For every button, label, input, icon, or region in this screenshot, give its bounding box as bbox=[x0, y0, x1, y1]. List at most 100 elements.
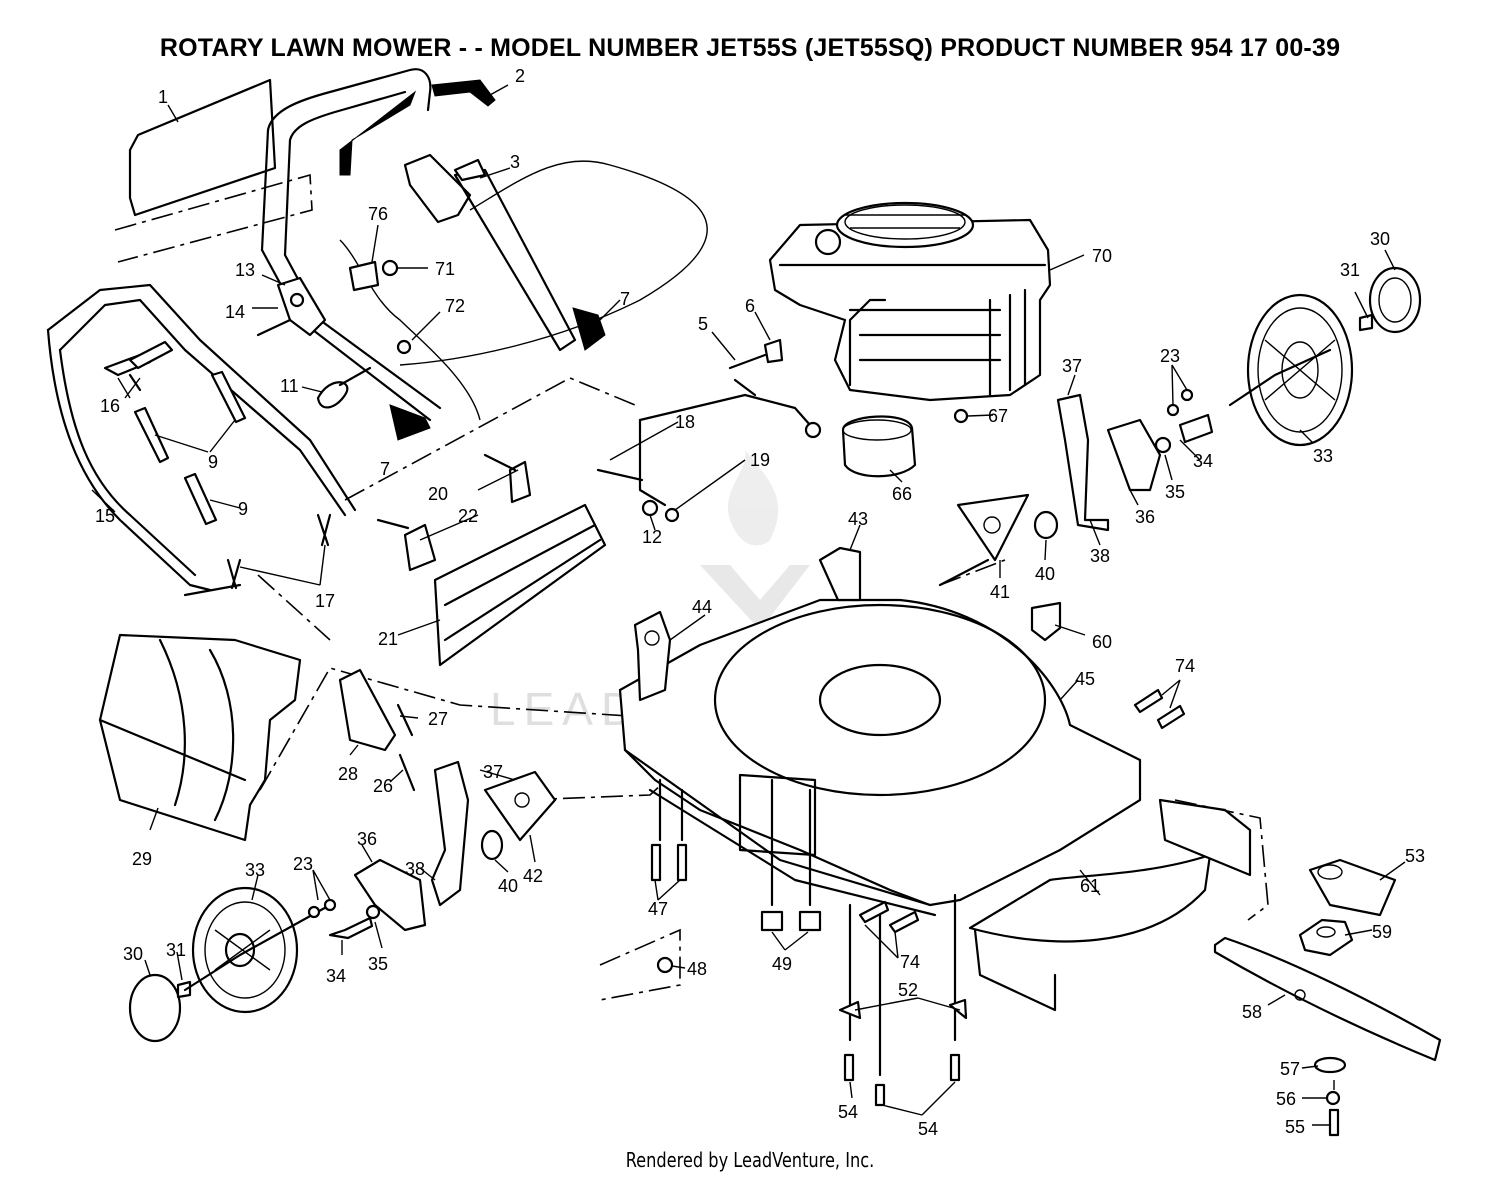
part-label-60 bbox=[1030, 601, 1062, 642]
callout-15: 15 bbox=[95, 506, 115, 526]
callout-35-left: 35 bbox=[368, 954, 388, 974]
part-knobs-and-bolts bbox=[103, 340, 247, 526]
part-knob-7 bbox=[389, 307, 606, 441]
part-blade-58 bbox=[1213, 936, 1442, 1062]
callout-37-right: 37 bbox=[1062, 356, 1082, 376]
part-deflector-21 bbox=[376, 453, 607, 667]
callout-2: 2 bbox=[515, 66, 525, 86]
part-grass-catcher bbox=[98, 633, 302, 842]
callout-38-left: 38 bbox=[405, 859, 425, 879]
callout-14: 14 bbox=[225, 302, 245, 322]
callout-21: 21 bbox=[378, 629, 398, 649]
callout-57: 57 bbox=[1280, 1059, 1300, 1079]
callout-40-right: 40 bbox=[1035, 564, 1055, 584]
callout-23-right: 23 bbox=[1160, 346, 1180, 366]
callout-52: 52 bbox=[898, 980, 918, 1000]
part-deck-bolts bbox=[599, 778, 957, 1077]
callout-70: 70 bbox=[1092, 246, 1112, 266]
callout-3: 3 bbox=[510, 152, 520, 172]
part-bracket-43 bbox=[818, 546, 862, 602]
callout-27: 27 bbox=[428, 709, 448, 729]
leader-lines bbox=[91, 84, 1406, 1126]
callout-19: 19 bbox=[750, 450, 770, 470]
part-linkage-rod bbox=[596, 378, 822, 523]
callout-61: 61 bbox=[1080, 876, 1100, 896]
callout-18: 18 bbox=[675, 412, 695, 432]
callout-53: 53 bbox=[1405, 846, 1425, 866]
part-cable-clip bbox=[316, 366, 372, 409]
part-blade-hardware bbox=[838, 998, 968, 1107]
part-rear-wheel-left bbox=[128, 886, 332, 1043]
callout-29: 29 bbox=[132, 849, 152, 869]
callout-58: 58 bbox=[1242, 1002, 1262, 1022]
callout-41: 41 bbox=[990, 582, 1010, 602]
part-small-hardware-right bbox=[728, 338, 1059, 587]
callout-23-left: 23 bbox=[293, 854, 313, 874]
callout-36-left: 36 bbox=[357, 829, 377, 849]
callout-31-left: 31 bbox=[166, 940, 186, 960]
callout-76: 76 bbox=[368, 204, 388, 224]
callout-labels: 1 2 3 76 71 72 7 13 14 11 16 9 15 17 70 … bbox=[95, 66, 1425, 1139]
part-upper-handle bbox=[260, 68, 442, 422]
callout-44: 44 bbox=[692, 597, 712, 617]
part-adapter-53-59 bbox=[1298, 858, 1397, 957]
callout-11: 11 bbox=[280, 376, 299, 396]
callout-59: 59 bbox=[1372, 922, 1392, 942]
callout-43: 43 bbox=[848, 509, 868, 529]
callout-28: 28 bbox=[338, 764, 358, 784]
callout-1: 1 bbox=[158, 87, 168, 107]
callout-67: 67 bbox=[988, 406, 1008, 426]
part-grass-catcher-flap bbox=[114, 78, 313, 263]
callout-49: 49 bbox=[772, 954, 792, 974]
part-blade-bolt-stack bbox=[1313, 1056, 1347, 1137]
callout-13: 13 bbox=[235, 260, 255, 280]
callout-7-upper: 7 bbox=[620, 289, 630, 309]
callout-26: 26 bbox=[373, 776, 393, 796]
part-control-lever bbox=[403, 153, 577, 352]
callout-33-left: 33 bbox=[245, 860, 265, 880]
callout-42: 42 bbox=[523, 866, 543, 886]
callout-56: 56 bbox=[1276, 1089, 1296, 1109]
part-lower-handle bbox=[46, 283, 357, 592]
part-rear-wheel-right bbox=[1228, 266, 1422, 447]
callout-54-right: 54 bbox=[918, 1119, 938, 1139]
callout-22: 22 bbox=[458, 506, 478, 526]
part-bolts-74 bbox=[858, 688, 1186, 934]
callout-17: 17 bbox=[315, 591, 335, 611]
part-side-shield-61 bbox=[968, 798, 1269, 1012]
part-engine bbox=[768, 201, 1052, 402]
callout-38-right: 38 bbox=[1090, 546, 1110, 566]
callout-5: 5 bbox=[698, 314, 708, 334]
callout-30-left: 30 bbox=[123, 944, 143, 964]
callout-16: 16 bbox=[100, 396, 120, 416]
part-control-cable bbox=[339, 160, 708, 421]
part-hair-pins bbox=[183, 513, 332, 597]
callout-30-right: 30 bbox=[1370, 229, 1390, 249]
callout-31-right: 31 bbox=[1340, 260, 1360, 280]
callout-35-right: 35 bbox=[1165, 482, 1185, 502]
callout-60: 60 bbox=[1092, 632, 1112, 652]
callout-34-right: 34 bbox=[1193, 451, 1213, 471]
callout-54-left: 54 bbox=[838, 1102, 858, 1122]
callout-66: 66 bbox=[892, 484, 912, 504]
callout-74-upper: 74 bbox=[1175, 656, 1195, 676]
part-height-lever-left bbox=[307, 858, 427, 940]
callout-74-lower: 74 bbox=[900, 952, 920, 972]
callout-36-right: 36 bbox=[1135, 507, 1155, 527]
callout-47: 47 bbox=[648, 899, 668, 919]
callout-72: 72 bbox=[445, 296, 465, 316]
part-engine-adapter bbox=[841, 408, 969, 478]
callout-34-left: 34 bbox=[326, 966, 346, 986]
callout-45: 45 bbox=[1075, 669, 1095, 689]
callout-37-left: 37 bbox=[483, 762, 503, 782]
callout-40-left: 40 bbox=[498, 876, 518, 896]
part-rear-door-bracket bbox=[338, 668, 416, 792]
callout-7-lower: 7 bbox=[380, 459, 390, 479]
part-height-plate-44 bbox=[633, 610, 672, 702]
part-mower-deck bbox=[618, 598, 1142, 917]
part-handle-bracket bbox=[256, 259, 412, 355]
part-height-adjuster-left bbox=[430, 760, 557, 907]
footer-credit: Rendered by LeadVenture, Inc. bbox=[625, 1148, 875, 1172]
callout-9-lower: 9 bbox=[238, 499, 248, 519]
callout-48: 48 bbox=[687, 959, 707, 979]
